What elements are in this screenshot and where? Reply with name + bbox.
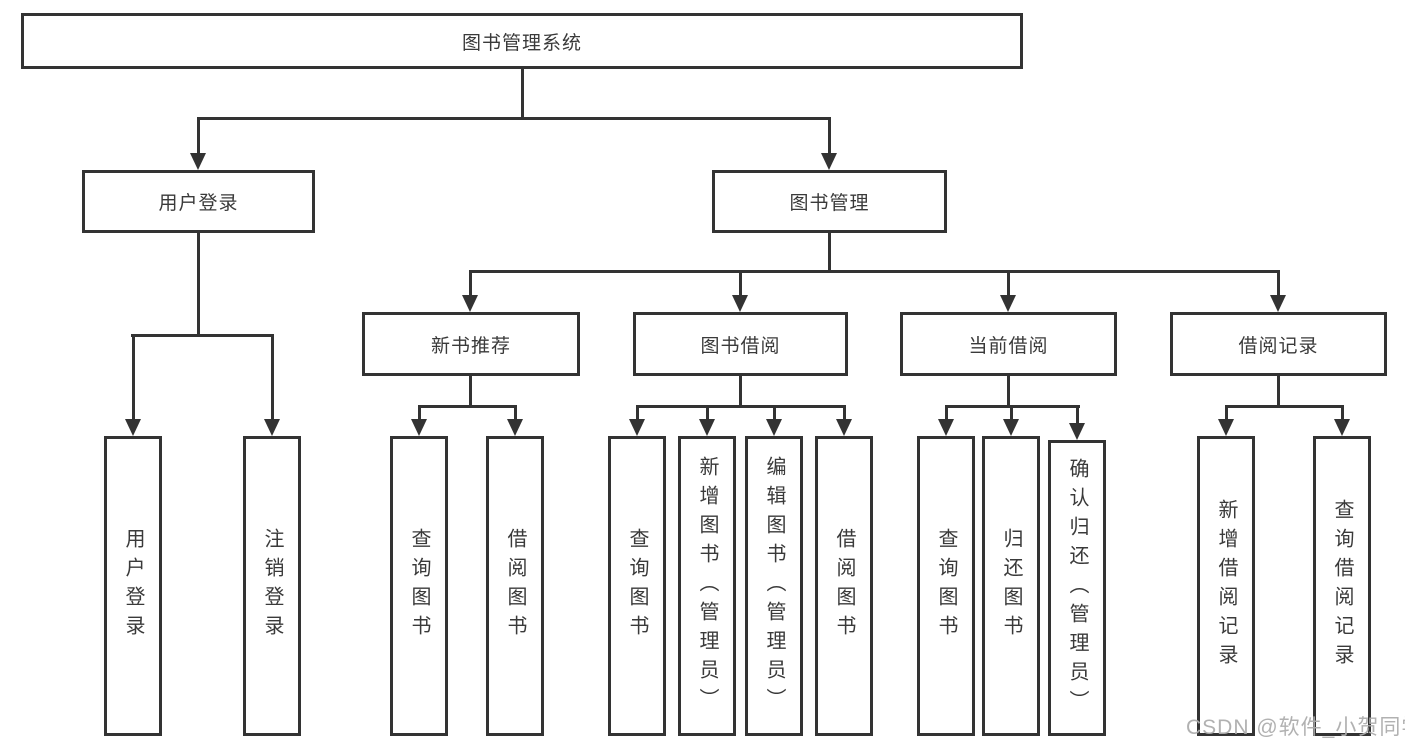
node-label: 图书管理系统 — [461, 32, 582, 54]
node-label: 当前借阅 — [968, 335, 1049, 357]
connector-leaf — [1076, 405, 1079, 425]
arrowhead-current-borrow — [1000, 295, 1016, 312]
arrowhead-new-book — [462, 295, 478, 312]
leaf-label: 编辑图书（管理员） — [763, 455, 785, 717]
leaf-logout: 注销登录 — [243, 436, 301, 736]
arrowhead-book-management — [821, 153, 837, 170]
arrowhead-leaf — [1334, 419, 1350, 436]
leaf-label: 借阅图书 — [504, 528, 526, 644]
node-book-borrow: 图书借阅 — [633, 312, 848, 376]
node-label: 用户登录 — [158, 193, 239, 214]
arrowhead-leaf — [1069, 423, 1085, 440]
connector-to-new-book — [469, 270, 472, 298]
connector-current-borrow-stem — [1007, 375, 1010, 408]
connector-to-book-borrow — [739, 270, 742, 298]
connector-level3-rail — [469, 270, 1280, 273]
node-user-login: 用户登录 — [82, 170, 315, 233]
arrowhead-book-borrow — [732, 295, 748, 312]
leaf-label: 确认归还（管理员） — [1066, 457, 1088, 719]
connector-borrow-records-rail — [1225, 405, 1344, 408]
connector-new-book-rail — [418, 405, 517, 408]
connector-level2-rail — [197, 117, 831, 120]
leaf-label: 新增借阅记录 — [1215, 499, 1237, 673]
leaf-label: 注销登录 — [261, 528, 283, 644]
arrowhead-leaf — [507, 419, 523, 436]
leaf-label: 用户登录 — [122, 528, 144, 644]
leaf-label: 查询借阅记录 — [1331, 499, 1353, 673]
arrowhead-leaf — [699, 419, 715, 436]
node-label: 图书管理 — [789, 193, 870, 214]
leaf-add-books-admin: 新增图书（管理员） — [678, 436, 736, 736]
connector-to-leaf-login — [132, 334, 135, 422]
leaf-label: 新增图书（管理员） — [696, 455, 718, 717]
connector-leaf — [1225, 405, 1228, 422]
arrowhead-borrow-records — [1270, 295, 1286, 312]
node-borrow-records: 借阅记录 — [1170, 312, 1387, 376]
connector-leaf — [418, 405, 421, 422]
node-book-management: 图书管理 — [712, 170, 947, 233]
arrowhead-leaf — [1218, 419, 1234, 436]
connector-book-borrow-rail — [636, 405, 846, 408]
leaf-add-borrow-record: 新增借阅记录 — [1197, 436, 1255, 736]
node-label: 借阅记录 — [1238, 335, 1319, 357]
leaf-query-books-borrow: 查询图书 — [608, 436, 666, 736]
connector-leaf — [843, 405, 846, 422]
leaf-label: 归还图书 — [1000, 528, 1022, 644]
arrowhead-leaf — [766, 419, 782, 436]
connector-book-borrow-stem — [739, 375, 742, 408]
connector-leaf — [773, 405, 776, 422]
connector-leaf — [945, 405, 948, 422]
arrowhead-leaf — [836, 419, 852, 436]
connector-new-book-stem — [469, 375, 472, 408]
arrowhead-leaf — [1003, 419, 1019, 436]
leaf-return-books: 归还图书 — [982, 436, 1040, 736]
leaf-label: 查询图书 — [935, 528, 957, 644]
connector-user-login-stem — [197, 233, 200, 337]
connector-leaf — [514, 405, 517, 422]
leaf-label: 借阅图书 — [833, 528, 855, 644]
node-new-book-recommend: 新书推荐 — [362, 312, 580, 376]
connector-root-stem — [521, 67, 524, 119]
leaf-borrow-books: 借阅图书 — [815, 436, 873, 736]
arrowhead-leaf — [411, 419, 427, 436]
node-current-borrow: 当前借阅 — [900, 312, 1117, 376]
connector-leaf — [706, 405, 709, 422]
arrowhead-leaf — [629, 419, 645, 436]
connector-user-login-rail — [131, 334, 274, 337]
leaf-edit-books-admin: 编辑图书（管理员） — [745, 436, 803, 736]
connector-to-user-login — [197, 117, 200, 157]
leaf-query-borrow-record: 查询借阅记录 — [1313, 436, 1371, 736]
leaf-borrow-books-recommend: 借阅图书 — [486, 436, 544, 736]
leaf-label: 查询图书 — [408, 528, 430, 644]
leaf-label: 查询图书 — [626, 528, 648, 644]
connector-leaf — [636, 405, 639, 422]
node-label: 图书借阅 — [700, 335, 781, 357]
arrowhead-leaf-logout — [264, 419, 280, 436]
node-label: 新书推荐 — [430, 335, 511, 357]
arrowhead-user-login — [190, 153, 206, 170]
leaf-user-login: 用户登录 — [104, 436, 162, 736]
node-library-management-system: 图书管理系统 — [21, 13, 1023, 69]
connector-leaf — [1010, 405, 1013, 422]
connector-leaf — [1341, 405, 1344, 422]
leaf-query-books-recommend: 查询图书 — [390, 436, 448, 736]
connector-borrow-records-stem — [1277, 375, 1280, 408]
leaf-query-books-current: 查询图书 — [917, 436, 975, 736]
arrowhead-leaf — [938, 419, 954, 436]
connector-to-book-management — [828, 117, 831, 157]
csdn-watermark: CSDN @软件_小贺同学 — [1186, 716, 1405, 739]
connector-to-current-borrow — [1007, 270, 1010, 298]
arrowhead-leaf-login — [125, 419, 141, 436]
connector-to-borrow-records — [1277, 270, 1280, 298]
connector-to-leaf-logout — [271, 334, 274, 422]
leaf-confirm-return-admin: 确认归还（管理员） — [1048, 440, 1106, 736]
connector-book-management-stem — [828, 233, 831, 273]
